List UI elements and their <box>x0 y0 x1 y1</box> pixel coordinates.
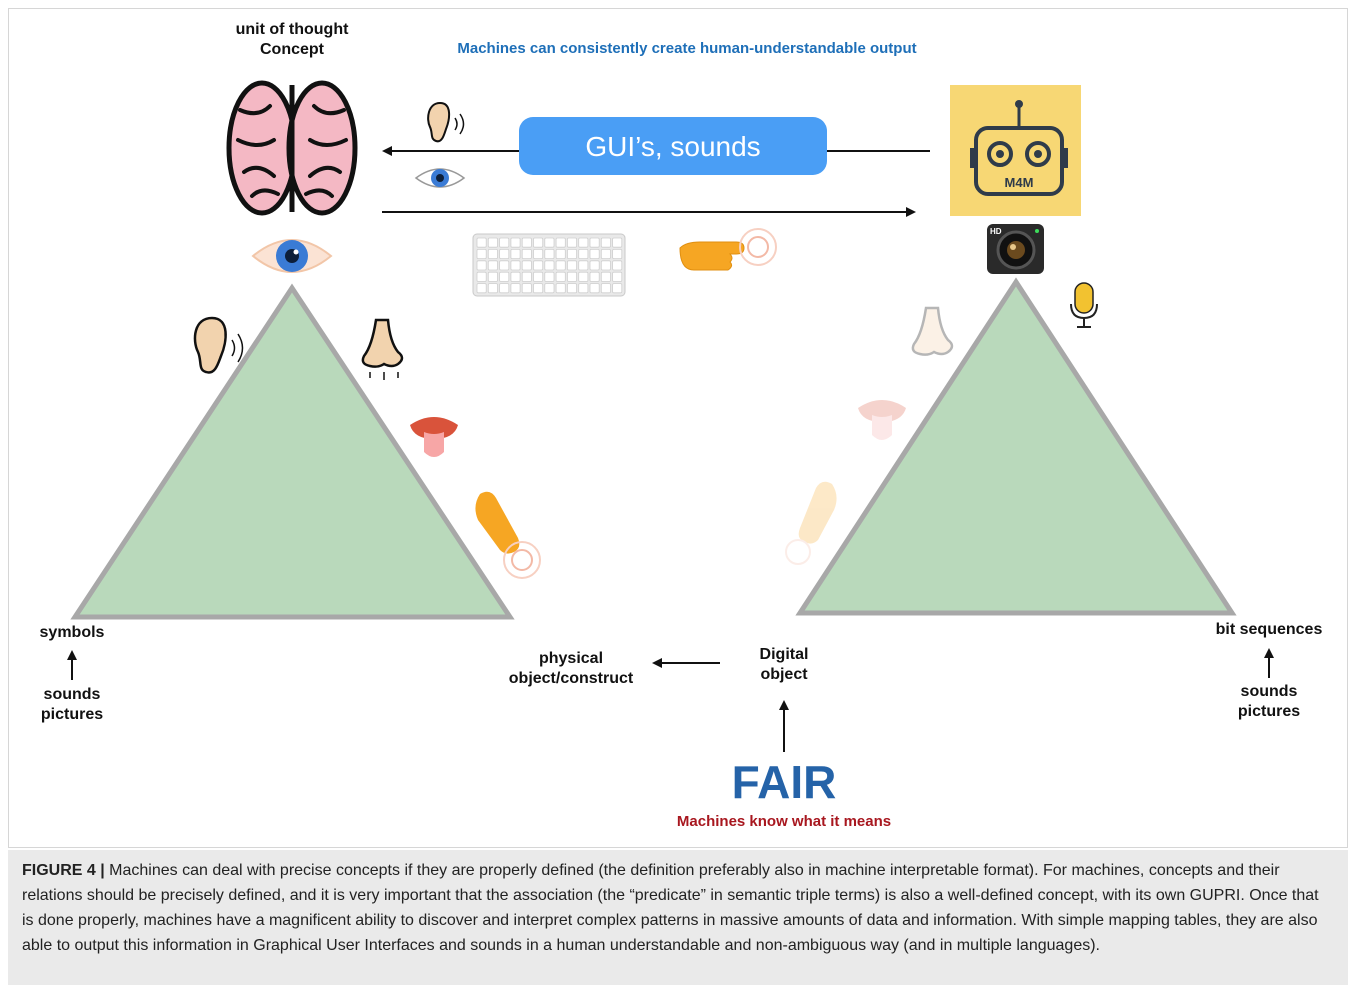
left-sources-line1: sounds <box>43 686 101 703</box>
gui-sounds-pill <box>519 117 827 175</box>
pointing-hand-icon <box>679 228 777 271</box>
ear-icon <box>193 316 244 374</box>
robot-icon <box>950 85 1081 216</box>
right-sources-label: sounds pictures <box>1219 682 1319 722</box>
brain-icon <box>226 80 358 216</box>
digital-line2: object <box>760 666 808 683</box>
eye-icon <box>251 239 333 273</box>
eye-icon <box>414 168 466 188</box>
microphone-icon <box>1070 282 1098 328</box>
nose-icon <box>911 306 954 356</box>
physical-line1: physical <box>538 650 604 667</box>
camera-icon <box>987 224 1044 274</box>
left-sources-label: sounds pictures <box>22 685 122 725</box>
figure-caption: FIGURE 4 | Machines can deal with precis… <box>8 850 1348 985</box>
figure-frame <box>8 8 1348 848</box>
machines-create-heading: Machines can consistently create human-u… <box>457 40 917 57</box>
symbols-label: symbols <box>39 624 105 641</box>
right-sources-line2: pictures <box>1237 703 1301 720</box>
fair-subtitle: Machines know what it means <box>676 813 892 830</box>
concept-title-line2: Concept <box>260 41 324 58</box>
nose-icon <box>361 318 404 380</box>
caption-text: Machines can deal with precise concepts … <box>22 862 1319 954</box>
physical-object-label: physical object/construct <box>496 649 646 689</box>
gui-sounds-label: GUI’s, sounds <box>585 131 760 162</box>
camera-hd-label: HD <box>990 227 1002 236</box>
concept-title-line1: unit of thought <box>235 21 349 38</box>
right-triangle <box>795 277 1237 616</box>
left-sources-line2: pictures <box>40 706 104 723</box>
digital-object-label: Digital object <box>734 645 834 685</box>
pointing-hand-icon <box>475 491 541 579</box>
fair-title: FAIR <box>731 756 837 808</box>
tongue-icon <box>410 417 458 457</box>
robot-label: M4M <box>1005 175 1034 190</box>
right-sources-line1: sounds <box>1240 683 1298 700</box>
left-triangle <box>70 283 515 620</box>
digital-line1: Digital <box>759 646 809 663</box>
physical-line2: object/construct <box>508 670 634 687</box>
pointing-hand-icon <box>785 481 837 565</box>
keyboard-icon <box>472 233 626 297</box>
caption-label: FIGURE 4 | <box>22 862 105 879</box>
diagram-canvas: GUI’s, sounds <box>67 80 1274 752</box>
concept-title: unit of thought Concept <box>192 20 392 60</box>
tongue-icon <box>858 400 906 440</box>
ear-icon <box>427 101 465 143</box>
bit-sequences-label: bit sequences <box>1215 621 1323 638</box>
